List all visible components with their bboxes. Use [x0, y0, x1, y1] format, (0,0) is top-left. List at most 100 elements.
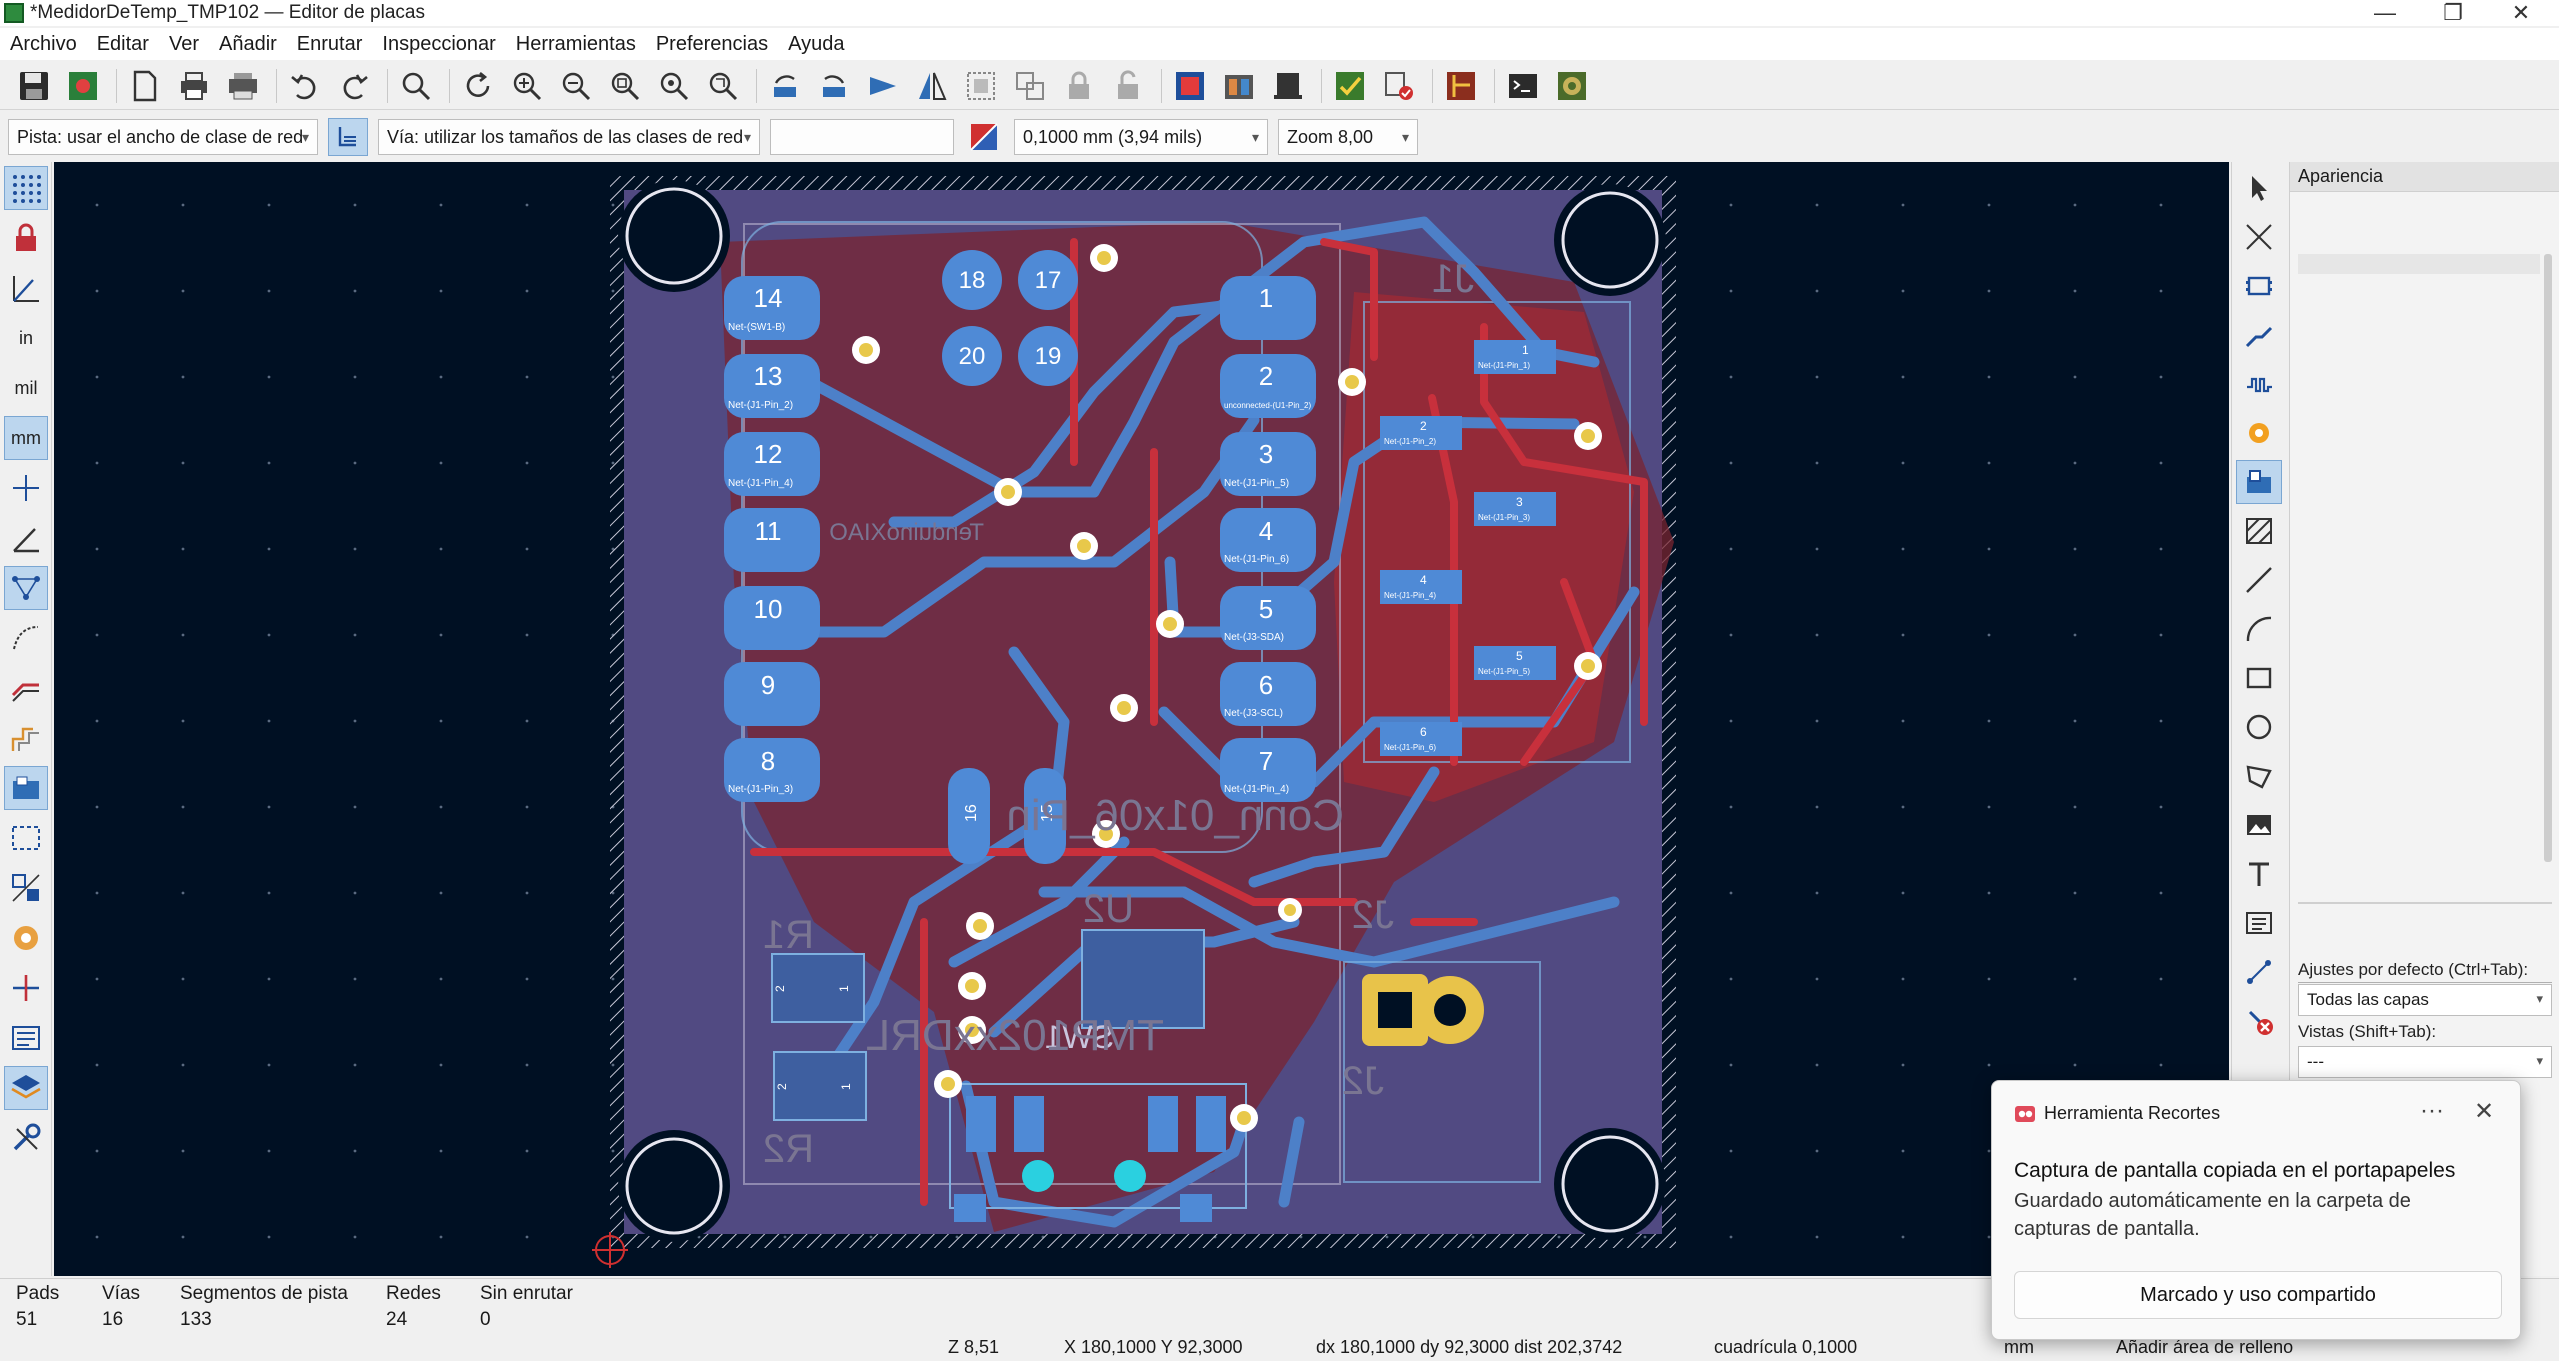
pad-3[interactable]: [1220, 432, 1316, 496]
minimize-button[interactable]: —: [2374, 0, 2396, 25]
pad-19[interactable]: [1018, 326, 1078, 386]
menu-anadir[interactable]: Añadir: [218, 32, 277, 55]
rotate-ccw-icon[interactable]: [763, 65, 807, 107]
place-footprint-icon[interactable]: [2236, 264, 2282, 308]
presets-select[interactable]: Todas las capas ▾: [2298, 984, 2552, 1016]
toast-close-button[interactable]: ✕: [2474, 1098, 2495, 1125]
draw-line-icon[interactable]: [2236, 558, 2282, 602]
menu-enrutar[interactable]: Enrutar: [296, 32, 363, 55]
layer-list-row[interactable]: [2298, 254, 2540, 274]
via[interactable]: [1092, 820, 1120, 848]
j1-pad-2[interactable]: [1380, 416, 1462, 450]
plugin-icon[interactable]: [1550, 65, 1594, 107]
cursor-icon[interactable]: [4, 466, 48, 510]
track-icon[interactable]: [4, 666, 48, 710]
zoom-fit-icon[interactable]: [603, 65, 647, 107]
draw-polygon-icon[interactable]: [2236, 754, 2282, 798]
via[interactable]: [994, 478, 1022, 506]
add-dimension-icon[interactable]: [2236, 950, 2282, 994]
angle-icon[interactable]: [4, 516, 48, 560]
j1-pad-4[interactable]: [1380, 570, 1462, 604]
drc-icon[interactable]: [1328, 65, 1372, 107]
inches-icon[interactable]: in: [4, 316, 48, 360]
appearance-scrollbar[interactable]: [2544, 254, 2552, 862]
zoom-objects-icon[interactable]: [652, 65, 696, 107]
zone-fill-icon[interactable]: [4, 766, 48, 810]
delete-icon[interactable]: [2236, 999, 2282, 1043]
millimeters-icon[interactable]: mm: [4, 416, 48, 460]
pad-2[interactable]: [1220, 354, 1316, 418]
pcb-canvas[interactable]: 14 Net-(SW1-B) 13 Net-(J1-Pin_2) 12 Net-…: [54, 162, 2229, 1276]
footprint-browser-icon[interactable]: [1266, 65, 1310, 107]
ratsnest-icon[interactable]: [4, 566, 48, 610]
print-icon[interactable]: [172, 65, 216, 107]
mils-icon[interactable]: mil: [4, 366, 48, 410]
route-track-icon[interactable]: [2236, 313, 2282, 357]
route-diff-pair-icon[interactable]: [2236, 362, 2282, 406]
snipping-tool-notification[interactable]: Herramienta Recortes ··· ✕ Captura de pa…: [1991, 1080, 2521, 1340]
layers-icon[interactable]: [4, 1066, 48, 1110]
menu-herramientas[interactable]: Herramientas: [515, 32, 636, 55]
pad-16[interactable]: [948, 768, 990, 864]
rotate-cw-icon[interactable]: [812, 65, 856, 107]
zoom-out-icon[interactable]: [554, 65, 598, 107]
undo-icon[interactable]: [283, 65, 327, 107]
u2-footprint[interactable]: [1081, 929, 1205, 1029]
pad-14[interactable]: [724, 276, 820, 340]
pad-12[interactable]: [724, 432, 820, 496]
grid-select[interactable]: 0,1000 mm (3,94 mils) ▾: [1014, 119, 1268, 155]
via[interactable]: [958, 1016, 986, 1044]
local-ratsnest-icon[interactable]: [2236, 215, 2282, 259]
unlock-icon[interactable]: [1106, 65, 1150, 107]
menu-inspeccionar[interactable]: Inspeccionar: [382, 32, 496, 55]
via[interactable]: [1574, 422, 1602, 450]
pad-11[interactable]: [724, 508, 820, 572]
via[interactable]: [1090, 244, 1118, 272]
place-via-icon[interactable]: [2236, 411, 2282, 455]
draw-arc-icon[interactable]: [2236, 607, 2282, 651]
draw-rectangle-icon[interactable]: [2236, 656, 2282, 700]
j1-pad-6[interactable]: [1380, 722, 1462, 756]
via[interactable]: [966, 912, 994, 940]
pad-6[interactable]: [1220, 662, 1316, 726]
pad-4[interactable]: [1220, 508, 1316, 572]
pad-1[interactable]: [1220, 276, 1316, 340]
pad-20[interactable]: [942, 326, 1002, 386]
markup-share-button[interactable]: Marcado y uso compartido: [2014, 1271, 2502, 1319]
pad-5[interactable]: [1220, 586, 1316, 650]
via-size-select[interactable]: Vía: utilizar los tamaños de las clases …: [378, 119, 760, 155]
via[interactable]: [1070, 532, 1098, 560]
via[interactable]: [1110, 694, 1138, 722]
add-textbox-icon[interactable]: [2236, 901, 2282, 945]
mirror-icon[interactable]: [910, 65, 954, 107]
highlight-icon[interactable]: [4, 716, 48, 760]
pad-13[interactable]: [724, 354, 820, 418]
pad-18[interactable]: [942, 250, 1002, 310]
lock-icon[interactable]: [1057, 65, 1101, 107]
flip-icon[interactable]: [861, 65, 905, 107]
r1-footprint[interactable]: [771, 953, 865, 1023]
zoom-select[interactable]: Zoom 8,00 ▾: [1278, 119, 1418, 155]
views-select[interactable]: --- ▾: [2298, 1046, 2552, 1078]
j1-pad-3[interactable]: [1474, 492, 1556, 526]
menu-editar[interactable]: Editar: [96, 32, 149, 55]
zoom-in-icon[interactable]: [505, 65, 549, 107]
curved-ratsnest-icon[interactable]: [4, 616, 48, 660]
auto-track-width-icon[interactable]: [328, 118, 368, 156]
pad-display-icon[interactable]: [4, 866, 48, 910]
add-rule-area-icon[interactable]: [2236, 509, 2282, 553]
menu-ver[interactable]: Ver: [168, 32, 199, 55]
save-icon[interactable]: [12, 65, 56, 107]
lock-icon[interactable]: [4, 216, 48, 260]
j1-pad-1[interactable]: [1474, 340, 1556, 374]
place-image-icon[interactable]: [2236, 803, 2282, 847]
net-inspector-icon[interactable]: [4, 1016, 48, 1060]
via[interactable]: [934, 1070, 962, 1098]
pad-15[interactable]: [1024, 768, 1066, 864]
layer-select[interactable]: [770, 119, 954, 155]
layer-pair-icon[interactable]: [964, 118, 1004, 156]
j1-pad-5[interactable]: [1474, 646, 1556, 680]
plot-icon[interactable]: [221, 65, 265, 107]
menu-ayuda[interactable]: Ayuda: [788, 32, 845, 55]
grid-icon[interactable]: [4, 166, 48, 210]
